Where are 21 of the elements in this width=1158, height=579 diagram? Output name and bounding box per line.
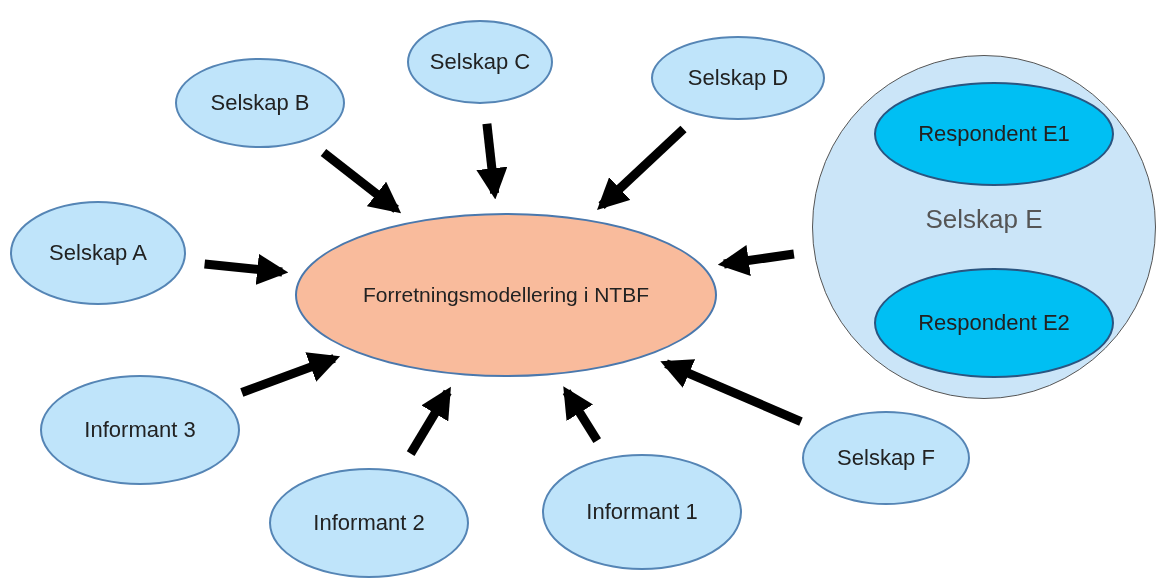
group-heading: Selskap E [924, 204, 1044, 235]
node-label: Informant 3 [84, 417, 196, 443]
node-label: Respondent E1 [918, 121, 1070, 147]
node-label: Forretningsmodellering i NTBF [363, 283, 649, 307]
arrow [660, 359, 803, 426]
node-label: Selskap B [210, 90, 310, 116]
node-label: Selskap D [687, 65, 789, 91]
node-label: Selskap C [429, 49, 531, 75]
arrow [240, 352, 341, 397]
node-label: Informant 1 [586, 499, 698, 525]
arrow [562, 386, 602, 443]
arrow [320, 149, 402, 214]
arrow [476, 123, 508, 200]
arrow [717, 245, 795, 276]
arrow [406, 386, 452, 456]
node-label: Selskap F [837, 445, 935, 471]
node-label: Informant 2 [313, 510, 425, 536]
arrow [597, 125, 687, 210]
arrow [204, 253, 289, 285]
node-label: Selskap A [49, 240, 147, 266]
node-label: Respondent E2 [918, 310, 1070, 336]
